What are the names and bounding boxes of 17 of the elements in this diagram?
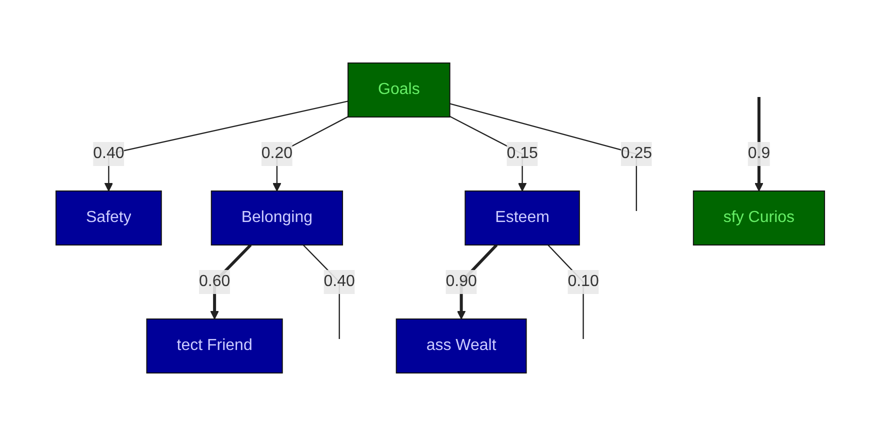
edge-label: 0.40: [92, 144, 124, 162]
node-box: Safety: [55, 190, 162, 246]
arrow: [754, 97, 764, 192]
node-box: Goals: [347, 62, 450, 118]
node-box: Belonging: [210, 190, 343, 246]
edge-label: 0.90: [445, 272, 477, 290]
edge-label: 0.9: [748, 144, 770, 162]
edge-label: 0.25: [620, 144, 652, 162]
node-box: tect Friend: [146, 318, 283, 374]
node-box: ass Wealt: [396, 318, 526, 374]
edge-label: 0.15: [506, 144, 538, 162]
edge-label: 0.10: [567, 272, 599, 290]
edge-label: 0.40: [323, 272, 355, 290]
node-box: sfy Curios: [692, 190, 825, 246]
edge-label: 0.60: [198, 272, 230, 290]
edge-label: 0.20: [261, 144, 292, 162]
node-box: Esteem: [464, 190, 580, 246]
